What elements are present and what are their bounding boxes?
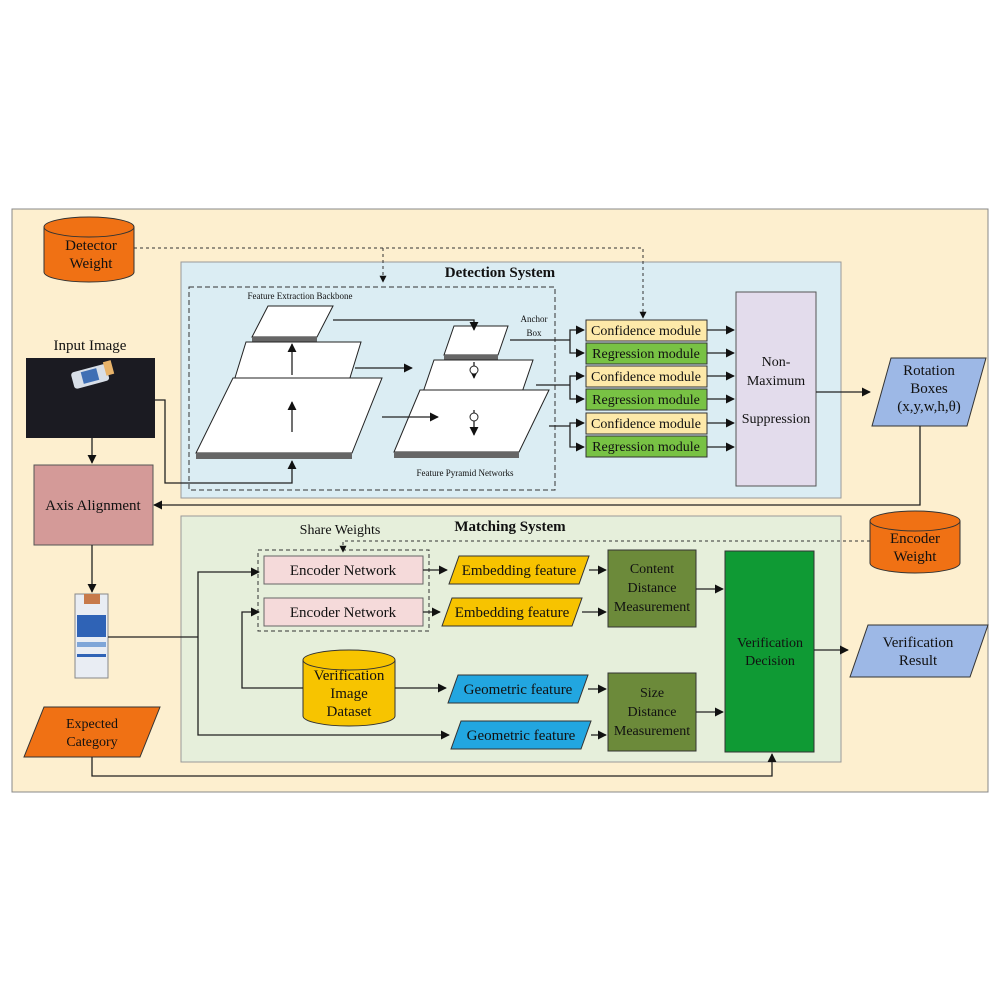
input-image-photo	[26, 358, 155, 438]
geometric-feature-1: Geometric feature	[447, 674, 589, 704]
svg-text:Boxes: Boxes	[910, 381, 948, 397]
svg-text:Expected: Expected	[66, 717, 118, 732]
svg-text:Category: Category	[66, 735, 117, 750]
backbone-dashed-box	[188, 286, 556, 491]
svg-text:Embedding feature: Embedding feature	[455, 605, 570, 621]
svg-text:Encoder Network: Encoder Network	[290, 563, 397, 579]
svg-text:Suppression: Suppression	[742, 412, 810, 427]
head-confidence-1: Confidence module	[585, 319, 708, 342]
matching-system-title: Matching System	[454, 519, 566, 535]
svg-text:Verification: Verification	[314, 668, 385, 684]
detector-weight-line1: Detector	[65, 238, 117, 254]
svg-text:Axis Alignment: Axis Alignment	[45, 498, 141, 514]
svg-text:Weight: Weight	[894, 549, 938, 565]
head-regression-1: Regression module	[585, 342, 708, 365]
expected-category: Expected Category	[23, 706, 161, 758]
detector-weight-cylinder: Detector Weight	[43, 216, 135, 283]
svg-text:Non-: Non-	[762, 355, 791, 370]
verification-dataset-cylinder: Verification Image Dataset	[302, 649, 396, 727]
svg-text:Regression module: Regression module	[592, 440, 700, 455]
head-regression-2: Regression module	[585, 388, 708, 411]
axis-alignment-box: Axis Alignment	[33, 464, 154, 546]
svg-text:Confidence module: Confidence module	[591, 324, 701, 339]
svg-text:Confidence module: Confidence module	[591, 370, 701, 385]
svg-text:Image: Image	[330, 686, 368, 702]
detector-weight-line2: Weight	[70, 256, 114, 272]
feature-extraction-backbone-label: Feature Extraction Backbone	[248, 291, 353, 301]
svg-text:Encoder: Encoder	[890, 531, 940, 547]
content-distance-box: Content Distance Measurement	[607, 549, 697, 628]
svg-text:Regression module: Regression module	[592, 347, 700, 362]
svg-text:Encoder Network: Encoder Network	[290, 605, 397, 621]
fpn-layer-large	[393, 389, 550, 458]
svg-text:Regression module: Regression module	[592, 393, 700, 408]
svg-text:Decision: Decision	[745, 654, 795, 669]
svg-text:Confidence module: Confidence module	[591, 417, 701, 432]
share-weights-label: Share Weights	[300, 523, 381, 538]
fpn-layer-small	[443, 325, 509, 360]
verification-decision-box: Verification Decision	[724, 550, 815, 753]
verification-result: Verification Result	[849, 624, 989, 678]
svg-text:Rotation: Rotation	[903, 363, 955, 379]
geometric-feature-2: Geometric feature	[450, 720, 592, 750]
svg-text:Verification: Verification	[883, 635, 954, 651]
svg-text:Embedding feature: Embedding feature	[462, 563, 577, 579]
backbone-layer-small	[251, 305, 334, 342]
input-image-label: Input Image	[54, 338, 127, 354]
head-confidence-3: Confidence module	[585, 412, 708, 435]
embedding-feature-2: Embedding feature	[441, 597, 583, 627]
size-distance-box: Size Distance Measurement	[607, 672, 697, 752]
svg-text:Geometric feature: Geometric feature	[467, 728, 576, 744]
detection-system-title: Detection System	[445, 265, 556, 281]
encoder-network-1: Encoder Network	[263, 555, 424, 585]
feature-pyramid-networks-label: Feature Pyramid Networks	[417, 468, 514, 478]
svg-text:Maximum: Maximum	[747, 374, 805, 389]
svg-text:Result: Result	[899, 653, 938, 669]
aligned-crop-image	[74, 593, 109, 679]
nms-box: Non- Maximum Suppression	[735, 291, 817, 487]
svg-text:Verification: Verification	[737, 636, 803, 651]
svg-text:Measurement: Measurement	[614, 724, 690, 739]
svg-text:Content: Content	[630, 562, 674, 577]
head-confidence-2: Confidence module	[585, 365, 708, 388]
anchor-box-line1: Anchor	[521, 314, 548, 324]
svg-text:Measurement: Measurement	[614, 600, 690, 615]
svg-text:Distance: Distance	[628, 581, 677, 596]
anchor-box-line2: Box	[526, 328, 542, 338]
svg-text:Geometric feature: Geometric feature	[464, 682, 573, 698]
svg-text:Size: Size	[640, 686, 664, 701]
rotation-boxes: Rotation Boxes (x,y,w,h,θ)	[871, 357, 987, 427]
encoder-weight-cylinder: Encoder Weight	[869, 510, 961, 574]
head-regression-3: Regression module	[585, 435, 708, 458]
fpn-merge-node-2	[469, 412, 479, 422]
svg-text:Distance: Distance	[628, 705, 677, 720]
embedding-feature-1: Embedding feature	[448, 555, 590, 585]
svg-text:(x,y,w,h,θ): (x,y,w,h,θ)	[897, 399, 961, 415]
encoder-network-2: Encoder Network	[263, 597, 424, 627]
svg-text:Dataset: Dataset	[327, 704, 373, 720]
fpn-merge-node-1	[469, 365, 479, 375]
backbone-layer-large	[195, 377, 383, 459]
